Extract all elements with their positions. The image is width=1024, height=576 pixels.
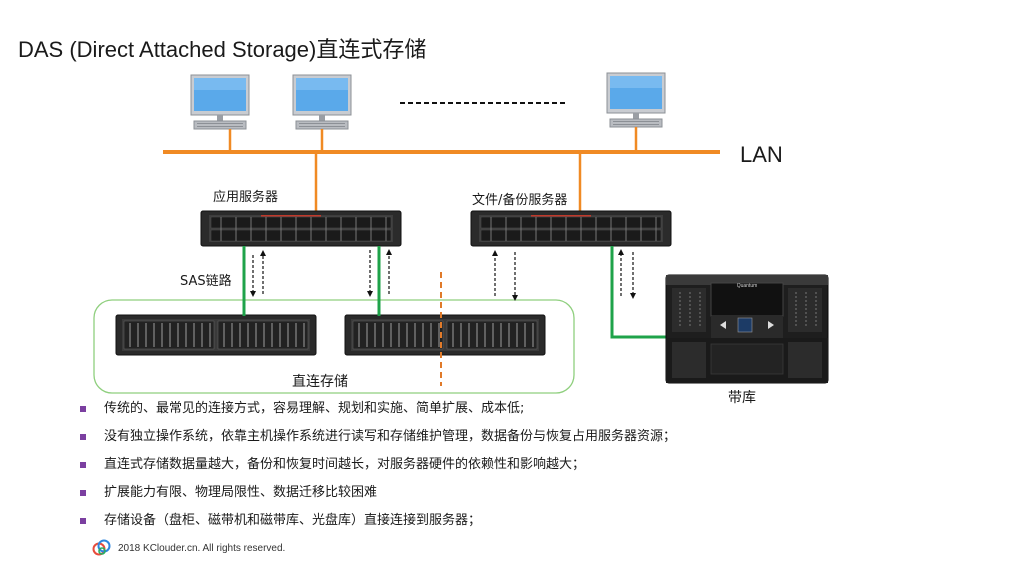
disk-enclosure-icon	[344, 314, 546, 356]
lan-label: LAN	[740, 142, 783, 167]
bullet-marker-icon	[80, 406, 86, 412]
tape-brand-label: Quantum	[737, 283, 758, 289]
tape-library-icon	[665, 274, 829, 384]
file-server-icon	[470, 210, 672, 247]
monitor-icon	[190, 74, 250, 130]
monitor-icon	[606, 72, 666, 128]
bullet-item: 扩展能力有限、物理局限性、数据迁移比较困难	[80, 482, 676, 510]
app-server-label: 应用服务器	[213, 190, 279, 205]
data-flow-arrows	[250, 249, 636, 301]
copyright-text: 2018 KClouder.cn. All rights reserved.	[118, 542, 286, 554]
bullet-marker-icon	[80, 490, 86, 496]
monitor-icon	[292, 74, 352, 130]
bullet-list: 传统的、最常见的连接方式，容易理解、规划和实施、简单扩展、成本低; 没有独立操作…	[80, 398, 676, 538]
disk-enclosure-icon	[115, 314, 317, 356]
app-server-icon	[200, 210, 402, 247]
direct-storage-group	[93, 299, 575, 394]
bullet-item: 传统的、最常见的连接方式，容易理解、规划和实施、简单扩展、成本低;	[80, 398, 676, 426]
sas-links	[242, 246, 667, 339]
kclouder-logo-icon	[92, 539, 111, 556]
lan-drops	[228, 127, 638, 211]
footer: 2018 KClouder.cn. All rights reserved.	[92, 538, 285, 558]
file-server-label: 文件/备份服务器	[472, 193, 568, 208]
bullet-marker-icon	[80, 462, 86, 468]
bullet-item: 存储设备（盘柜、磁带机和磁带库、光盘库）直接连接到服务器；	[80, 510, 676, 538]
bullet-marker-icon	[80, 434, 86, 440]
sas-link-label: SAS链路	[180, 274, 232, 289]
tape-library-label: 带库	[728, 390, 756, 406]
bullet-marker-icon	[80, 518, 86, 524]
page-title: DAS (Direct Attached Storage)直连式存储	[18, 37, 427, 62]
bullet-item: 直连式存储数据量越大，备份和恢复时间越长，对服务器硬件的依赖性和影响越大；	[80, 454, 676, 482]
direct-storage-label: 直连存储	[292, 374, 348, 390]
bullet-item: 没有独立操作系统，依靠主机操作系统进行读写和存储维护管理，数据备份与恢复占用服务…	[80, 426, 676, 454]
